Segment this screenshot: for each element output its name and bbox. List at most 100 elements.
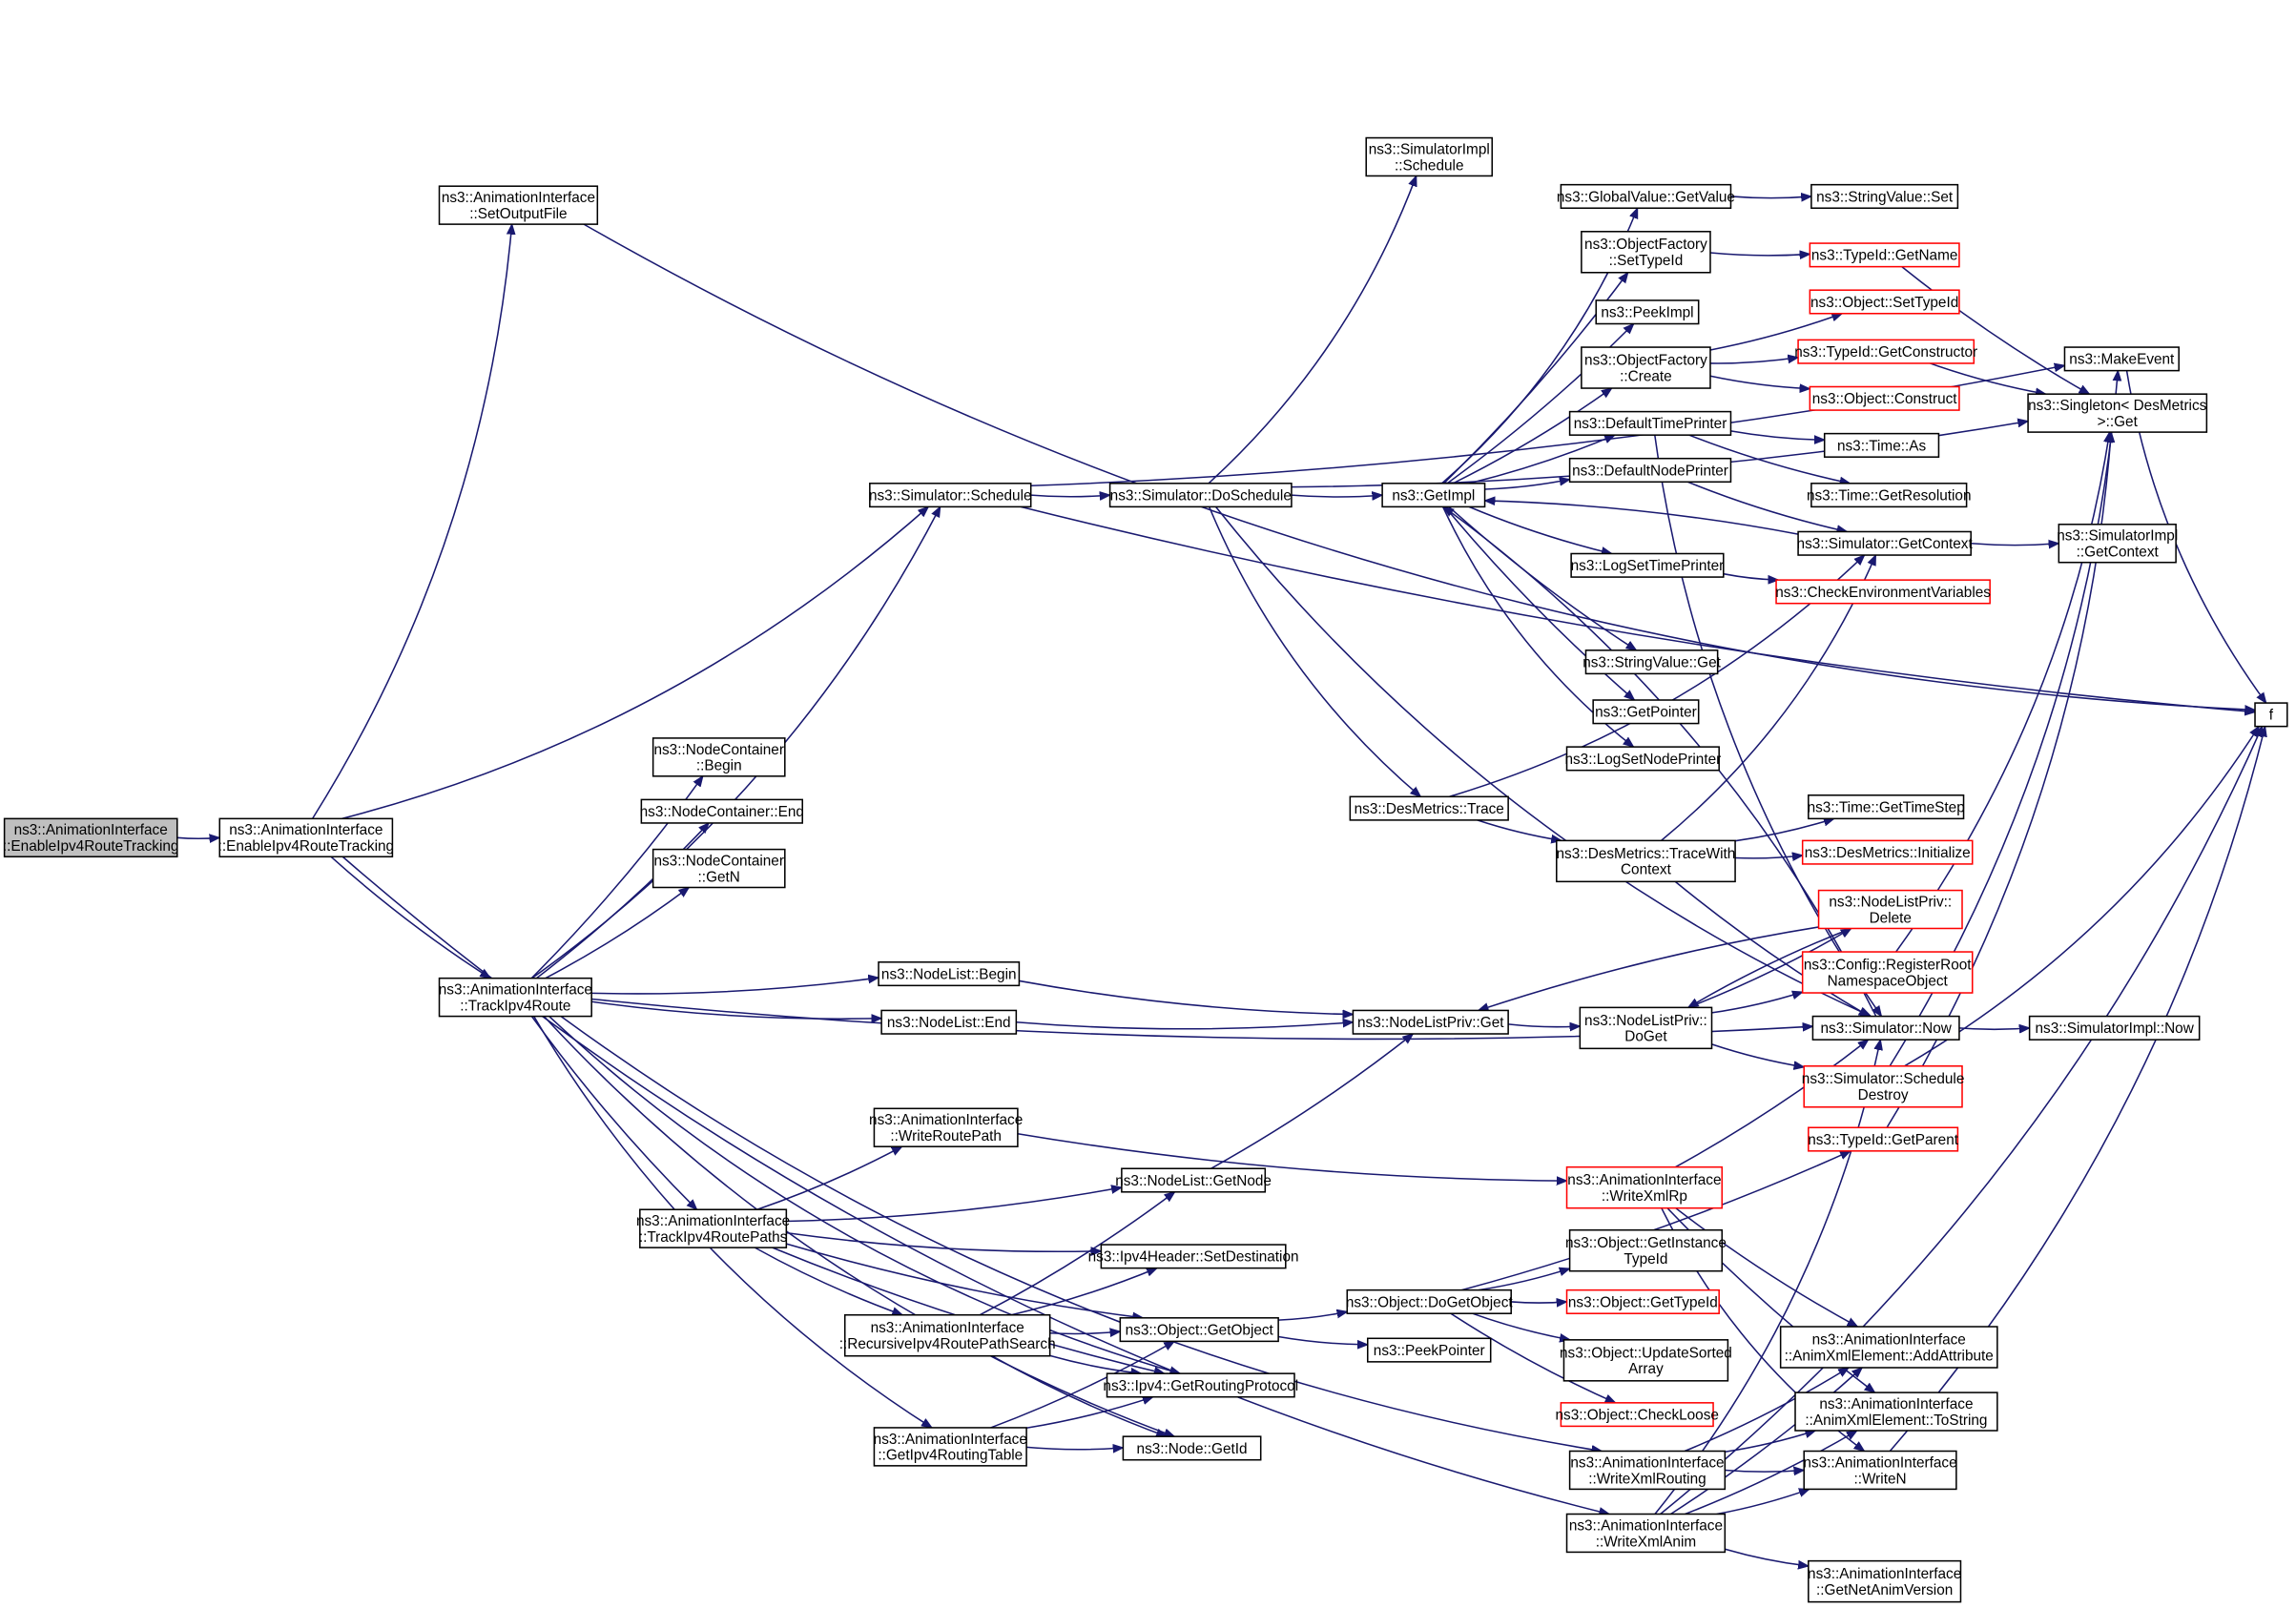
edge-nlpdelete-to-nlpget bbox=[1479, 926, 1819, 1010]
node-dogetobject[interactable]: ns3::Object::DoGetObject bbox=[1346, 1288, 1514, 1314]
edge-getrtable-to-getobject bbox=[990, 1341, 1174, 1429]
node-label: Context bbox=[1621, 862, 1672, 878]
node-writen[interactable]: ns3::AnimationInterface::WriteN bbox=[1803, 1450, 1957, 1491]
node-label: ns3::StringValue::Get bbox=[1582, 654, 1721, 670]
node-writexmlrp[interactable]: ns3::AnimationInterface::WriteXmlRp bbox=[1565, 1165, 1724, 1209]
edge-root-to-enable bbox=[176, 837, 220, 838]
node-svget[interactable]: ns3::StringValue::Get bbox=[1582, 649, 1722, 675]
node-simimplnow[interactable]: ns3::SimulatorImpl::Now bbox=[2028, 1015, 2201, 1041]
node-lsnp[interactable]: ns3::LogSetNodePrinter bbox=[1564, 746, 1721, 772]
node-ncgetn[interactable]: ns3::NodeContainer::GetN bbox=[652, 848, 786, 889]
edge-dogetobject-to-tidparent bbox=[1461, 1150, 1850, 1291]
node-writexmlanim[interactable]: ns3::AnimationInterface::WriteXmlAnim bbox=[1565, 1513, 1727, 1554]
node-recursive[interactable]: ns3::AnimationInterface::RecursiveIpv4Ro… bbox=[839, 1313, 1056, 1357]
node-box bbox=[1801, 951, 1974, 994]
node-dnp[interactable]: ns3::DefaultNodePrinter bbox=[1568, 457, 1732, 484]
node-singleton[interactable]: ns3::Singleton< DesMetrics>::Get bbox=[2027, 393, 2208, 433]
edge-enable-to-writexmlanim bbox=[341, 856, 1609, 1514]
node-netanimver[interactable]: ns3::AnimationInterface::GetNetAnimVersi… bbox=[1808, 1559, 1961, 1603]
node-gettimestep[interactable]: ns3::Time::GetTimeStep bbox=[1808, 794, 1965, 820]
edge-recursive-to-nlgetnode bbox=[979, 1192, 1174, 1316]
node-label: ns3::AnimationInterface bbox=[1808, 1566, 1961, 1582]
node-nlgetnode[interactable]: ns3::NodeList::GetNode bbox=[1115, 1167, 1272, 1193]
node-sched[interactable]: ns3::Simulator::Schedule bbox=[869, 483, 1032, 508]
node-makeevent[interactable]: ns3::MakeEvent bbox=[2063, 346, 2180, 372]
node-tidparent[interactable]: ns3::TypeId::GetParent bbox=[1808, 1126, 1959, 1152]
node-peekimpl[interactable]: ns3::PeekImpl bbox=[1595, 299, 1700, 325]
node-checkenv[interactable]: ns3::CheckEnvironmentVariables bbox=[1775, 579, 1991, 605]
node-tostring[interactable]: ns3::AnimationInterface::AnimXmlElement:… bbox=[1794, 1392, 1998, 1432]
node-writexmlrouting[interactable]: ns3::AnimationInterface::WriteXmlRouting bbox=[1568, 1450, 1727, 1491]
node-nlbegin[interactable]: ns3::NodeList::Begin bbox=[878, 961, 1021, 987]
node-getimpl[interactable]: ns3::GetImpl bbox=[1381, 483, 1486, 508]
node-setdest[interactable]: ns3::Ipv4Header::SetDestination bbox=[1088, 1244, 1299, 1269]
node-setout[interactable]: ns3::AnimationInterface::SetOutputFile bbox=[438, 185, 599, 225]
node-lstp[interactable]: ns3::LogSetTimePrinter bbox=[1570, 552, 1725, 578]
node-getroutingproto[interactable]: ns3::Ipv4::GetRoutingProtocol bbox=[1103, 1372, 1298, 1398]
node-enable[interactable]: ns3::AnimationInterface::EnableIpv4Route… bbox=[218, 817, 395, 858]
node-label: ns3::Simulator::Now bbox=[1821, 1020, 1953, 1037]
node-timeas[interactable]: ns3::Time::As bbox=[1823, 432, 1940, 458]
node-peekpointer[interactable]: ns3::PeekPointer bbox=[1366, 1337, 1492, 1363]
node-box bbox=[1570, 552, 1725, 578]
node-simnow[interactable]: ns3::Simulator::Now bbox=[1811, 1015, 1960, 1041]
node-dosched[interactable]: ns3::Simulator::DoSchedule bbox=[1108, 483, 1293, 508]
node-writeroutepath[interactable]: ns3::AnimationInterface::WriteRoutePath bbox=[869, 1107, 1023, 1147]
node-objconstruct[interactable]: ns3::Object::Construct bbox=[1809, 385, 1960, 411]
node-getptr[interactable]: ns3::GetPointer bbox=[1592, 699, 1700, 725]
node-track[interactable]: ns3::AnimationInterface::TrackIpv4Route bbox=[439, 977, 592, 1018]
edge-cfgreg-to-singleton bbox=[1894, 432, 2110, 953]
node-nlpdelete[interactable]: ns3::NodeListPriv::Delete bbox=[1817, 889, 1963, 930]
node-tidname[interactable]: ns3::TypeId::GetName bbox=[1809, 242, 1960, 268]
node-box bbox=[1797, 339, 1975, 364]
node-objsettype[interactable]: ns3::Object::SetTypeId bbox=[1809, 289, 1960, 315]
node-dtp[interactable]: ns3::DefaultTimePrinter bbox=[1568, 410, 1732, 436]
node-label: ns3::AnimationInterface bbox=[1819, 1396, 1973, 1412]
node-tidctor[interactable]: ns3::TypeId::GetConstructor bbox=[1794, 339, 1977, 364]
edge-trackpaths-to-getobject bbox=[786, 1243, 1143, 1318]
edge-writexmlanim-to-tostring bbox=[1685, 1431, 1857, 1515]
node-trackpaths[interactable]: ns3::AnimationInterface::TrackIpv4RouteP… bbox=[636, 1208, 790, 1248]
node-label: ::GetN bbox=[698, 869, 740, 885]
node-svset[interactable]: ns3::StringValue::Set bbox=[1810, 183, 1959, 209]
node-ncend[interactable]: ns3::NodeContainer::End bbox=[640, 798, 804, 824]
node-nlpdoget[interactable]: ns3::NodeListPriv::DoGet bbox=[1579, 1006, 1713, 1050]
node-label: ns3::TypeId::GetName bbox=[1811, 248, 1958, 264]
node-gvget[interactable]: ns3::GlobalValue::GetValue bbox=[1557, 183, 1735, 209]
node-box bbox=[1823, 432, 1940, 458]
node-simimplsched[interactable]: ns3::SimulatorImpl::Schedule bbox=[1365, 136, 1494, 177]
node-simctx[interactable]: ns3::Simulator::GetContext bbox=[1797, 530, 1974, 556]
node-label: ::GetNetAnimVersion bbox=[1816, 1582, 1953, 1598]
node-nlend[interactable]: ns3::NodeList::End bbox=[880, 1009, 1018, 1035]
node-box bbox=[873, 1107, 1019, 1147]
node-desinit[interactable]: ns3::DesMetrics::Initialize bbox=[1801, 839, 1974, 865]
node-nlpget[interactable]: ns3::NodeListPriv::Get bbox=[1352, 1009, 1509, 1035]
edge-getobject-to-dogetobject bbox=[1278, 1311, 1347, 1321]
node-ofsettype[interactable]: ns3::ObjectFactory::SetTypeId bbox=[1581, 231, 1711, 274]
node-label: ::Create bbox=[1620, 368, 1672, 384]
node-desmtrace[interactable]: ns3::DesMetrics::Trace bbox=[1349, 795, 1509, 821]
node-label: ::WriteN bbox=[1853, 1471, 1906, 1487]
node-getrtable[interactable]: ns3::AnimationInterface::GetIpv4RoutingT… bbox=[874, 1427, 1027, 1467]
node-label: ns3::GlobalValue::GetValue bbox=[1557, 189, 1735, 205]
node-ncbegin[interactable]: ns3::NodeContainer::Begin bbox=[652, 737, 786, 777]
edge-dtp-to-timeas bbox=[1730, 430, 1824, 440]
node-timeres[interactable]: ns3::Time::GetResolution bbox=[1807, 483, 1972, 508]
node-f[interactable]: f bbox=[2254, 702, 2288, 728]
node-simimplctx[interactable]: ns3::SimulatorImpl::GetContext bbox=[2057, 524, 2178, 564]
node-label: ns3::AnimationInterface bbox=[1812, 1331, 1966, 1348]
node-getobject[interactable]: ns3::Object::GetObject bbox=[1119, 1317, 1279, 1343]
node-root[interactable]: ns3::AnimationInterface::EnableIpv4Route… bbox=[3, 817, 179, 858]
node-objgettypeid[interactable]: ns3::Object::GetTypeId bbox=[1565, 1288, 1720, 1314]
node-label: ::AnimXmlElement::ToString bbox=[1805, 1412, 1987, 1429]
node-addattr[interactable]: ns3::AnimationInterface::AnimXmlElement:… bbox=[1779, 1326, 1998, 1369]
node-ofcreate[interactable]: ns3::ObjectFactory::Create bbox=[1581, 346, 1711, 389]
node-label: ::WriteXmlRouting bbox=[1588, 1471, 1706, 1487]
node-checkloose[interactable]: ns3::Object::CheckLoose bbox=[1555, 1402, 1719, 1428]
node-nodegetid[interactable]: ns3::Node::GetId bbox=[1122, 1435, 1262, 1461]
